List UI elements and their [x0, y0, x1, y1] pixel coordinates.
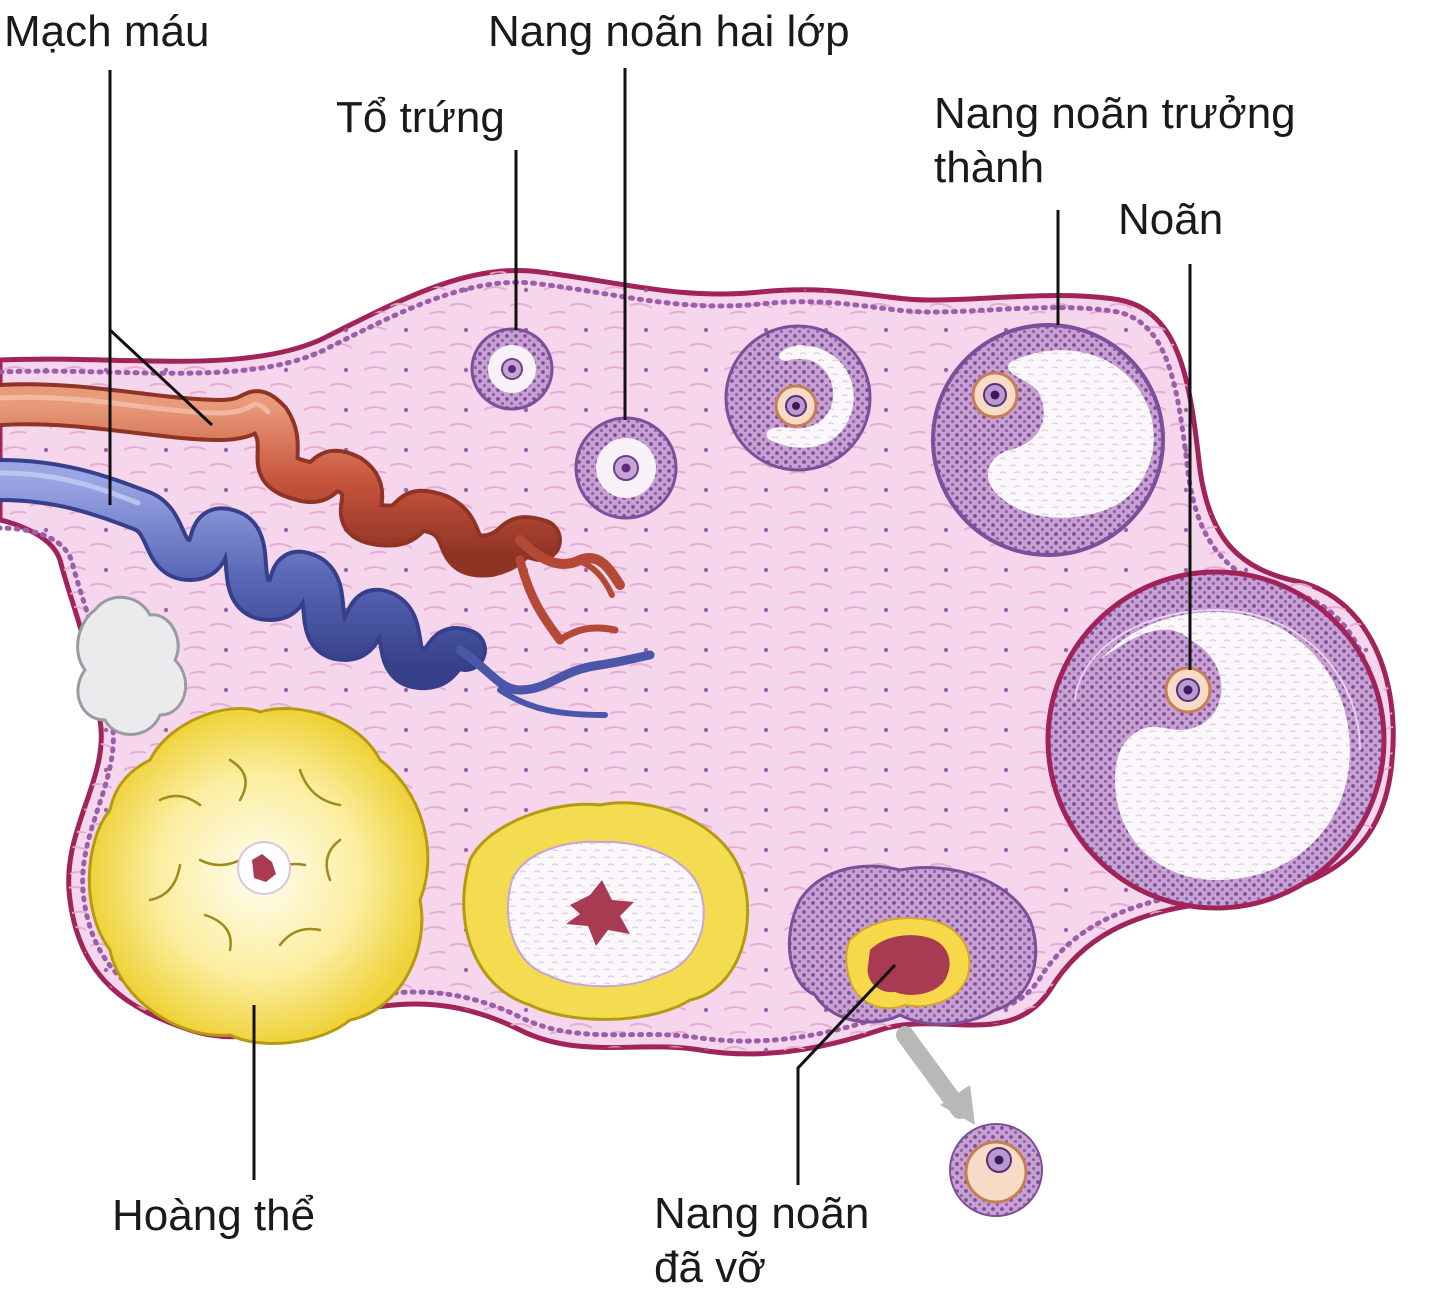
ruptured-follicle — [787, 864, 1038, 1026]
follicle-icon — [470, 327, 554, 411]
follicle-icon — [1045, 569, 1387, 911]
corpus-luteum-icon — [462, 801, 750, 1021]
leader-lines — [108, 68, 1192, 1185]
leader-line-blood-vessels — [108, 70, 214, 505]
follicle-icon — [931, 323, 1165, 557]
artery-icon — [0, 382, 625, 645]
label-primordial-follicle: Tổ trứng — [336, 93, 505, 142]
label-ruptured-follicle-line2: đã vỡ — [654, 1243, 767, 1292]
released-oocyte — [896, 1026, 1043, 1217]
label-secondary-follicle: Nang noãn hai lớp — [488, 7, 850, 56]
corpus-albicans — [76, 595, 188, 736]
leader-line-ruptured — [796, 963, 897, 1185]
vein-icon — [0, 458, 655, 718]
label-oocyte: Noãn — [1118, 195, 1224, 244]
label-ruptured-follicle-line1: Nang noãn — [654, 1189, 870, 1238]
follicle-icon — [574, 416, 678, 520]
label-mature-follicle-line2: thành — [934, 143, 1045, 192]
label-mature-follicle-line1: Nang noãn trưởng — [934, 89, 1296, 138]
label-blood-vessels: Mạch máu — [4, 7, 210, 56]
follicle-icon — [724, 324, 872, 472]
label-corpus-luteum: Hoàng thể — [112, 1191, 316, 1240]
corpus-luteum-icon — [87, 707, 430, 1045]
